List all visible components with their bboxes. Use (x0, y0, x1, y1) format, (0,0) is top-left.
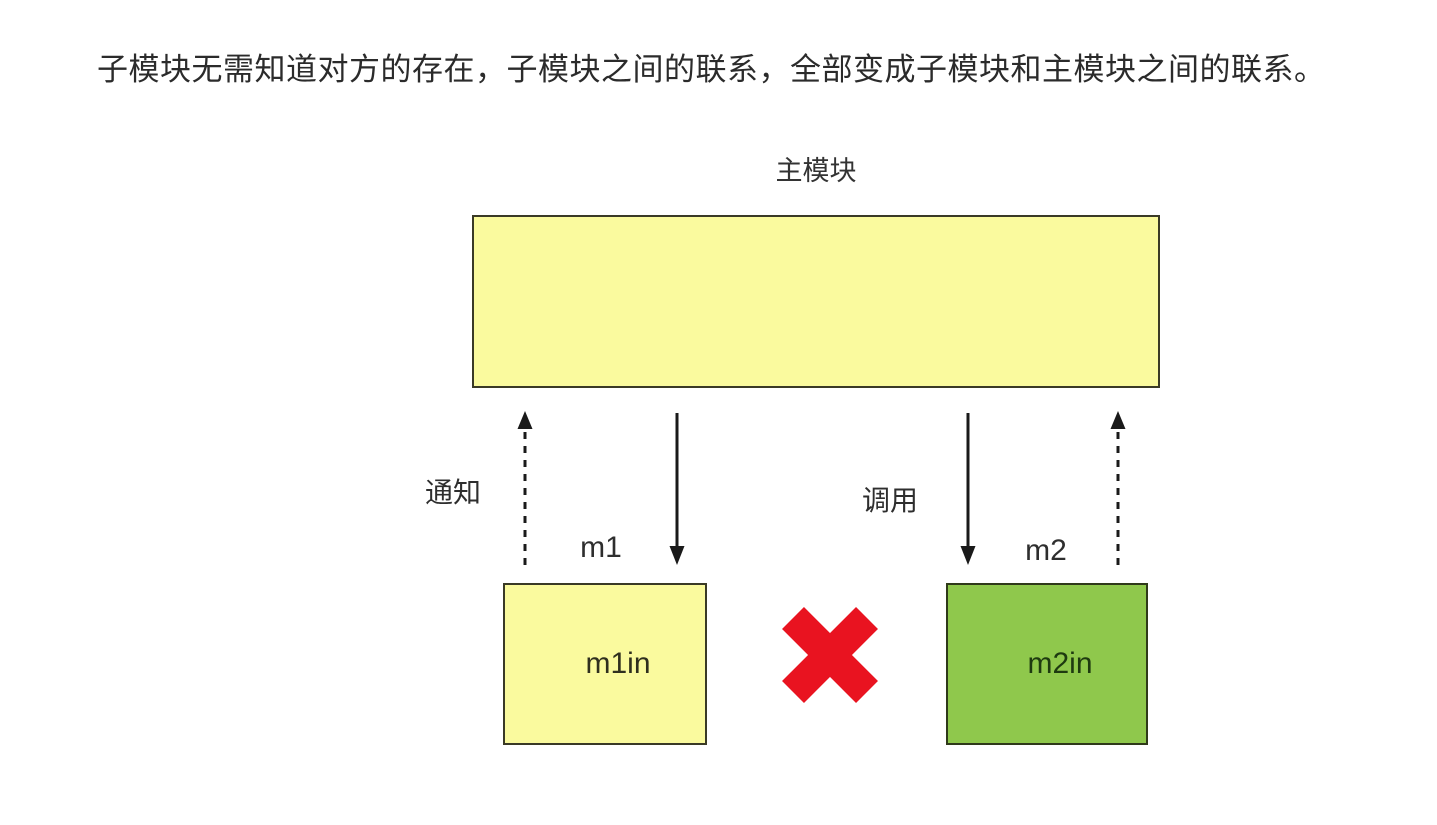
m2-box-text: m2in (1027, 647, 1093, 680)
page-title: 子模块无需知道对方的存在，子模块之间的联系，全部变成子模块和主模块之间的联系。 (97, 52, 1326, 87)
call-solid-down-arrow-left-icon (669, 413, 685, 565)
notify-dashed-up-arrow-icon (517, 411, 533, 565)
call-solid-down-arrow-right-icon (960, 413, 976, 565)
m1-label: m1 (580, 531, 622, 564)
m1-box: m1in (503, 583, 707, 745)
red-cross-icon (782, 607, 878, 703)
notify-dashed-up-arrow-right-icon (1110, 411, 1126, 565)
main-module-label: 主模块 (775, 156, 857, 186)
call-label: 调用 (862, 485, 919, 516)
main-module-box (472, 215, 1160, 388)
m1-box-text: m1in (585, 647, 651, 680)
m2-label: m2 (1025, 534, 1067, 567)
notify-label: 通知 (425, 477, 482, 508)
m2-box: m2in (946, 583, 1148, 745)
